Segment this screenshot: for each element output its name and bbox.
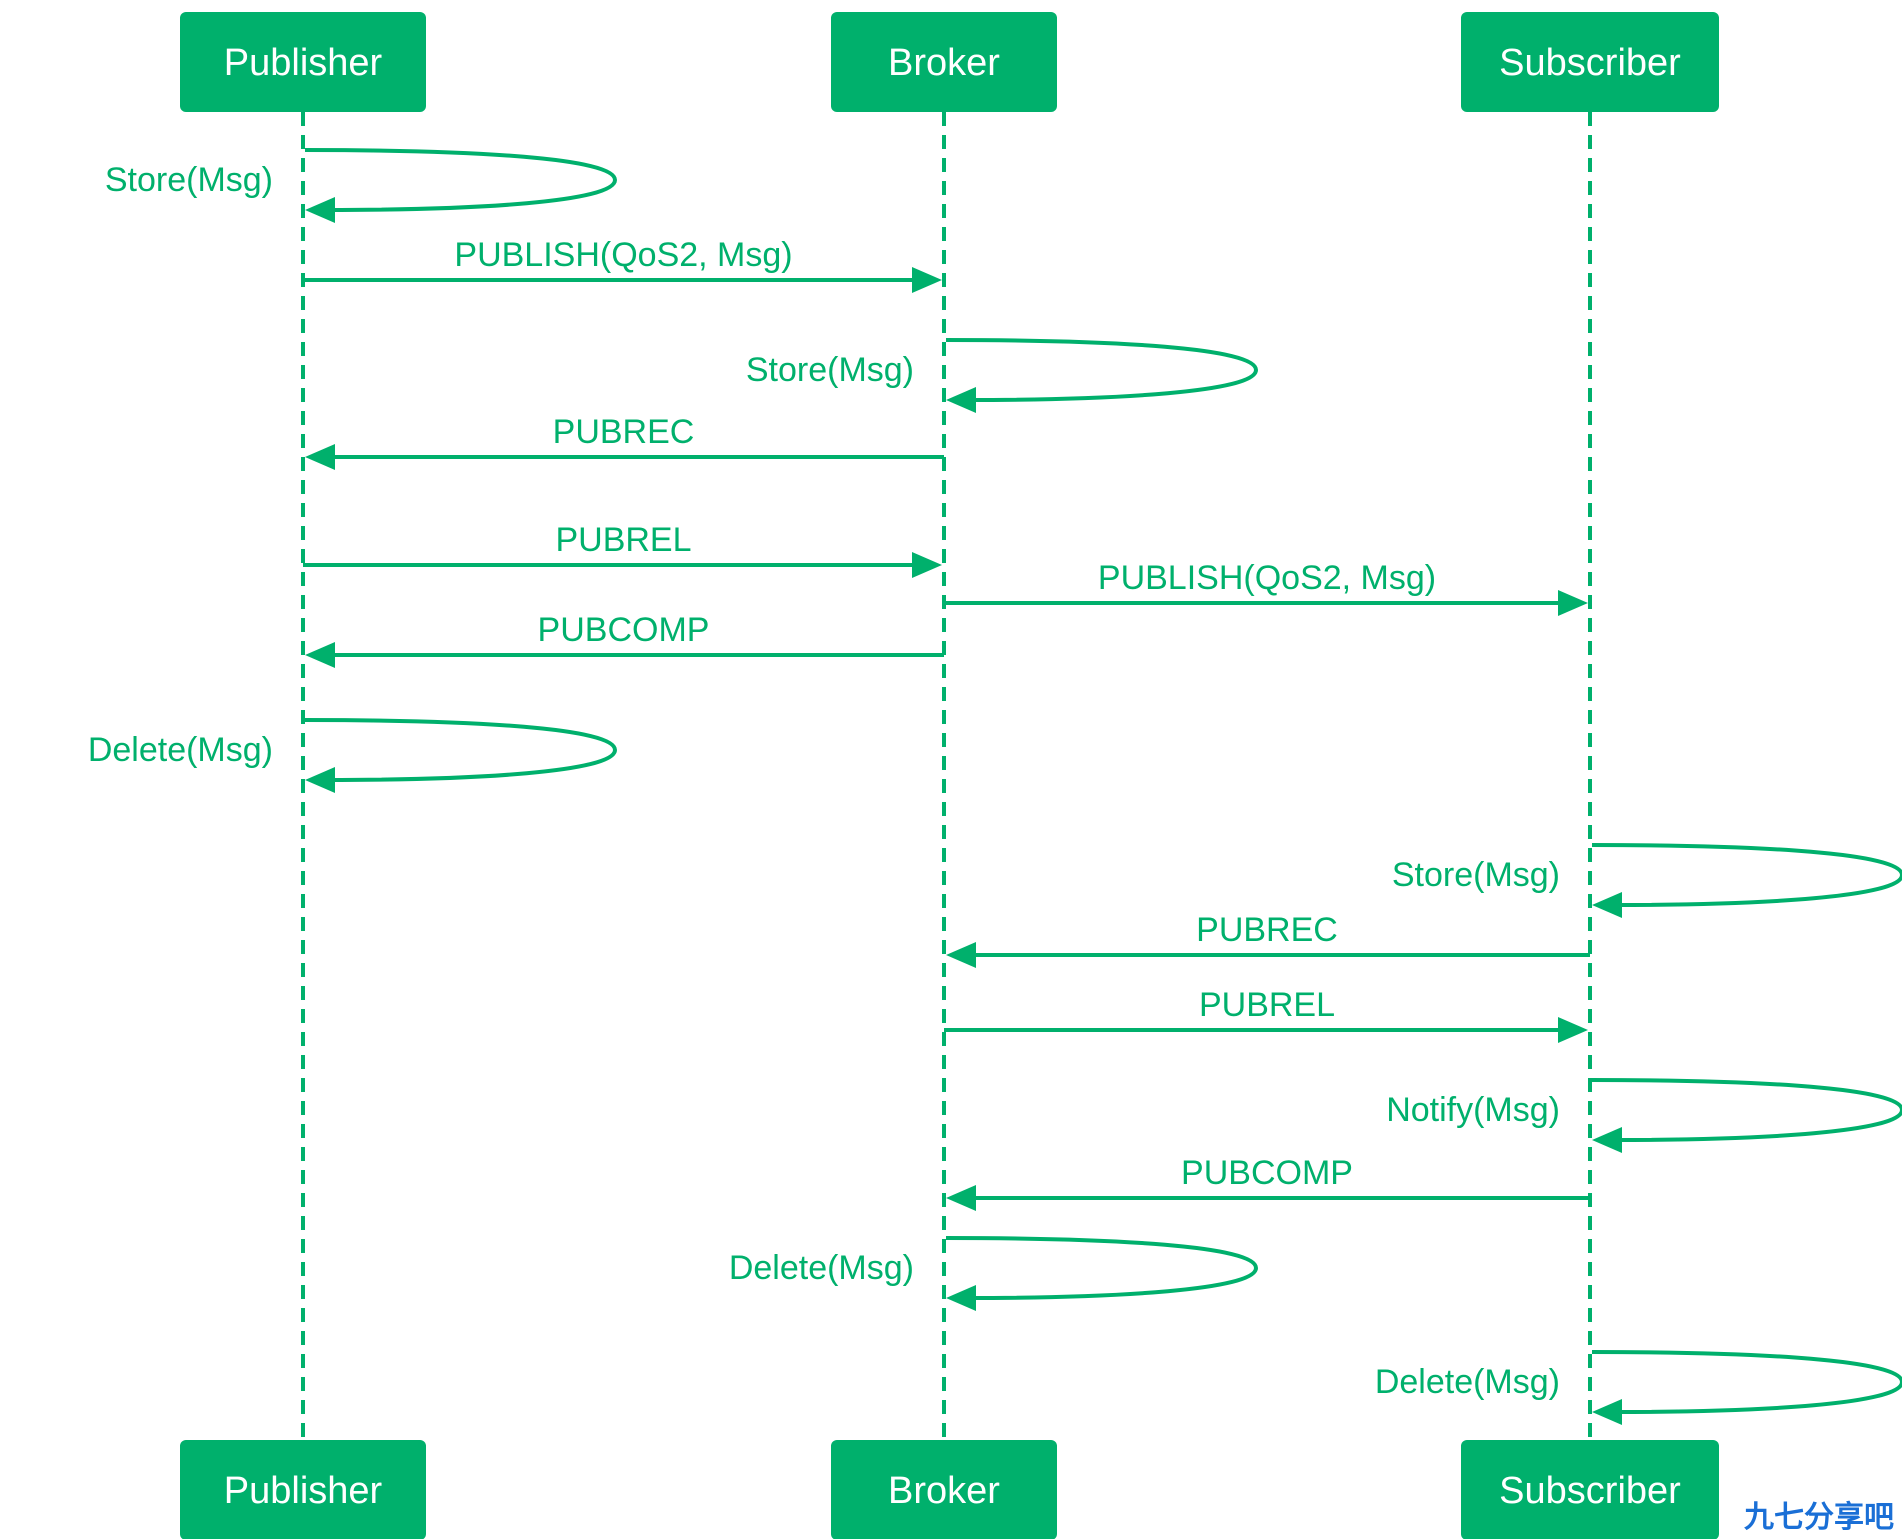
message-label: PUBCOMP (538, 611, 710, 649)
message-label: Delete(Msg) (1375, 1363, 1560, 1401)
message-15: Delete(Msg) (1375, 1350, 1902, 1425)
arrow-head (946, 942, 976, 968)
message-5: PUBREL (303, 521, 942, 578)
message-label: PUBREC (1196, 911, 1338, 949)
participant-subscriber-bottom: Subscriber (1461, 1440, 1719, 1539)
message-label: PUBREL (1199, 986, 1335, 1024)
arrow-head (1558, 1017, 1588, 1043)
message-label: Delete(Msg) (729, 1249, 914, 1287)
arrow-head (305, 642, 335, 668)
watermark: 九七分享吧 (1744, 1500, 1894, 1535)
message-label: PUBCOMP (1181, 1154, 1353, 1192)
participant-box (180, 12, 426, 112)
message-8: Delete(Msg) (88, 718, 618, 793)
participant-box (1461, 1440, 1719, 1539)
participant-box (1461, 12, 1719, 112)
participant-publisher-top: Publisher (180, 12, 426, 112)
self-message-loop (1591, 1078, 1902, 1142)
arrow-head (305, 197, 335, 223)
participant-subscriber-top: Subscriber (1461, 12, 1719, 112)
message-4: PUBREC (305, 413, 944, 470)
participant-label: Subscriber (1499, 42, 1681, 84)
participant-label: Broker (888, 42, 1000, 84)
message-label: PUBREC (553, 413, 695, 451)
message-label: Store(Msg) (105, 161, 273, 199)
arrow-head (305, 444, 335, 470)
participant-box (831, 12, 1057, 112)
participant-label: Broker (888, 1470, 1000, 1512)
participant-broker-bottom: Broker (831, 1440, 1057, 1539)
message-11: PUBREL (944, 986, 1588, 1043)
self-message-loop (945, 1236, 1259, 1300)
message-10: PUBREC (946, 911, 1590, 968)
participant-broker-top: Broker (831, 12, 1057, 112)
arrow-head (912, 267, 942, 293)
message-13: PUBCOMP (946, 1154, 1590, 1211)
message-label: Store(Msg) (1392, 856, 1560, 894)
message-1: Store(Msg) (105, 148, 618, 223)
message-14: Delete(Msg) (729, 1236, 1259, 1311)
participant-box (180, 1440, 426, 1539)
arrow-head (946, 387, 976, 413)
self-message-loop (304, 718, 618, 782)
message-label: PUBLISH(QoS2, Msg) (1098, 559, 1436, 597)
message-3: Store(Msg) (746, 338, 1259, 413)
arrow-head (1592, 1399, 1622, 1425)
message-2: PUBLISH(QoS2, Msg) (303, 236, 942, 293)
participant-label: Publisher (224, 42, 383, 84)
arrow-head (1592, 1127, 1622, 1153)
message-7: PUBCOMP (305, 611, 944, 668)
participant-publisher-bottom: Publisher (180, 1440, 426, 1539)
arrow-head (946, 1285, 976, 1311)
self-message-loop (1591, 843, 1902, 907)
arrow-head (1558, 590, 1588, 616)
message-6: PUBLISH(QoS2, Msg) (944, 559, 1588, 616)
self-message-loop (1591, 1350, 1902, 1414)
arrow-head (1592, 892, 1622, 918)
participant-box (831, 1440, 1057, 1539)
message-label: Delete(Msg) (88, 731, 273, 769)
participant-label: Subscriber (1499, 1470, 1681, 1512)
message-label: Notify(Msg) (1386, 1091, 1560, 1129)
participant-label: Publisher (224, 1470, 383, 1512)
arrow-head (912, 552, 942, 578)
self-message-loop (945, 338, 1259, 402)
arrow-head (305, 767, 335, 793)
message-label: Store(Msg) (746, 351, 914, 389)
arrow-head (946, 1185, 976, 1211)
self-message-loop (304, 148, 618, 212)
message-label: PUBREL (555, 521, 691, 559)
message-label: PUBLISH(QoS2, Msg) (454, 236, 792, 274)
message-12: Notify(Msg) (1386, 1078, 1902, 1153)
message-9: Store(Msg) (1392, 843, 1902, 918)
